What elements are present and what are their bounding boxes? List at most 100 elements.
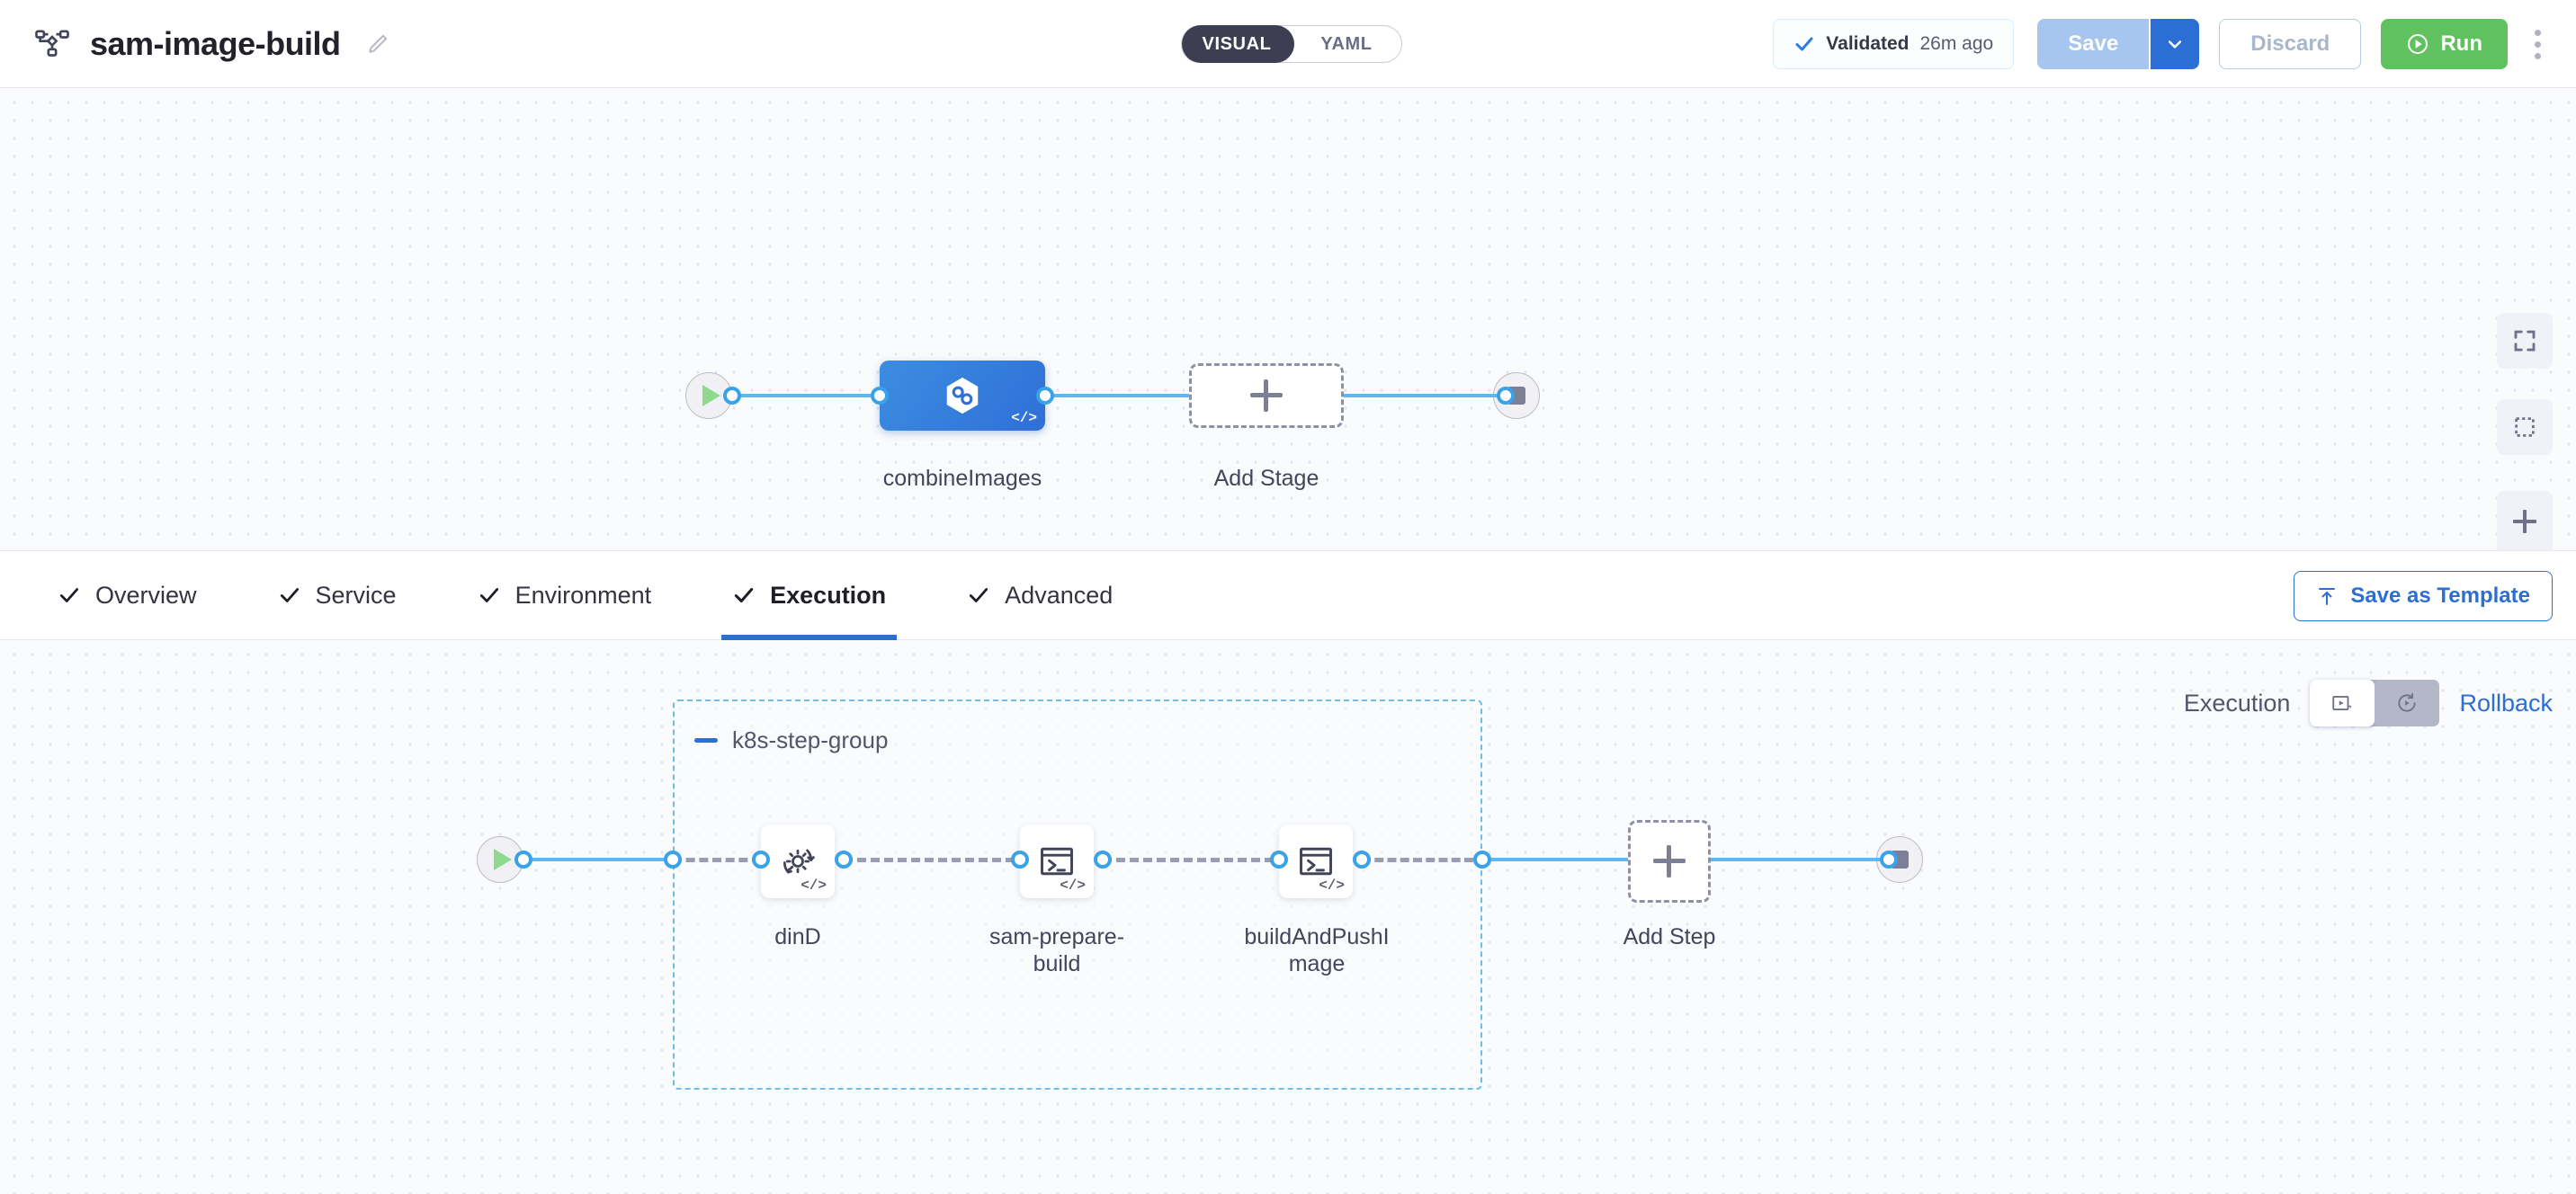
connector-start-to-stage — [732, 394, 880, 397]
step-node-sam-prepare-build[interactable]: </> — [1020, 824, 1094, 898]
stage-code-badge: </> — [1011, 410, 1037, 426]
app-header: sam-image-build VISUAL YAML Validated 26… — [0, 0, 2576, 88]
step1-label: dinD — [774, 924, 821, 949]
save-button-group: Save — [2037, 19, 2200, 69]
connector-step3-to-groupexit — [1362, 858, 1473, 862]
step3-input-port[interactable] — [1270, 851, 1288, 869]
selection-box-button[interactable] — [2497, 399, 2553, 455]
connector-step1-to-step2 — [844, 858, 1015, 862]
add-stage-label: Add Stage — [1213, 466, 1319, 491]
header-left-group: sam-image-build — [0, 25, 389, 63]
tab-execution[interactable]: Execution — [721, 550, 898, 640]
add-stage-button[interactable] — [1189, 363, 1344, 428]
view-mode-toggle[interactable]: VISUAL YAML — [1181, 25, 1402, 63]
plus-icon — [1653, 845, 1686, 878]
play-icon — [702, 385, 720, 406]
stage-output-port[interactable] — [1036, 387, 1054, 405]
check-icon — [278, 584, 301, 607]
step2-output-port[interactable] — [1094, 851, 1112, 869]
step2-code-badge: </> — [1060, 878, 1086, 894]
connector-add-to-end — [1344, 394, 1506, 397]
step3-label: buildAndPushImage — [1244, 924, 1390, 976]
end-node-port[interactable] — [1497, 387, 1515, 405]
step-group-input-port[interactable] — [664, 851, 682, 869]
stage-input-port[interactable] — [871, 387, 889, 405]
execution-rollback-segmented-control[interactable] — [2310, 680, 2440, 726]
stage-node-label: combineImages — [882, 466, 1042, 491]
discard-button[interactable]: Discard — [2219, 19, 2362, 69]
pencil-icon[interactable] — [366, 32, 389, 56]
step2-input-port[interactable] — [1011, 851, 1029, 869]
tab-label: Service — [315, 581, 397, 609]
rollback-link[interactable]: Rollback — [2459, 689, 2553, 717]
step2-label: sam-prepare-build — [988, 924, 1125, 976]
execution-canvas[interactable]: k8s-step-group </> dinD — [0, 640, 2576, 1194]
page-title: sam-image-build — [90, 24, 341, 62]
step1-input-port[interactable] — [752, 851, 770, 869]
tab-yaml[interactable]: YAML — [1320, 34, 1373, 54]
connector-addstep-to-end — [1711, 858, 1889, 861]
run-label: Run — [2440, 31, 2482, 56]
tab-advanced[interactable]: Advanced — [958, 550, 1122, 640]
play-icon — [493, 849, 512, 870]
rollback-circular-arrow-icon — [2395, 691, 2419, 715]
stage-canvas[interactable]: </> combineImages Add Stage — [0, 88, 2576, 550]
rollback-mode-button[interactable] — [2375, 680, 2440, 726]
harness-cd-icon — [942, 375, 983, 416]
header-actions: Validated 26m ago Save Discard Run — [1773, 0, 2553, 88]
chevron-down-icon — [2166, 35, 2184, 53]
connector-step2-to-step3 — [1103, 858, 1274, 862]
add-step-button[interactable] — [1628, 820, 1711, 903]
execution-play-box-icon — [2330, 691, 2354, 715]
pipeline-nodes-icon — [34, 26, 70, 62]
execution-end-port[interactable] — [1880, 851, 1898, 869]
save-dropdown-button[interactable] — [2149, 19, 2200, 69]
connector-group-to-addstep — [1482, 858, 1628, 861]
fit-screen-button[interactable] — [2497, 313, 2553, 369]
save-as-template-button[interactable]: Save as Template — [2294, 571, 2553, 621]
execution-start-port[interactable] — [514, 851, 532, 869]
validated-label: Validated — [1826, 33, 1910, 54]
step-group-output-port[interactable] — [1473, 851, 1491, 869]
kebab-menu-icon[interactable] — [2522, 19, 2553, 69]
check-icon — [478, 584, 501, 607]
selection-box-icon — [2511, 414, 2538, 441]
start-node-port[interactable] — [723, 387, 741, 405]
play-circle-icon — [2406, 32, 2429, 56]
validated-timestamp: 26m ago — [1919, 33, 1994, 54]
minus-icon[interactable] — [694, 738, 718, 743]
save-button[interactable]: Save — [2037, 19, 2150, 69]
execution-mode-label: Execution — [2183, 689, 2291, 717]
status-badge: Validated 26m ago — [1773, 19, 2015, 69]
tab-service[interactable]: Service — [269, 550, 406, 640]
tab-label: Execution — [770, 581, 887, 609]
tab-overview[interactable]: Overview — [49, 550, 206, 640]
check-icon — [732, 584, 756, 607]
step-node-buildandpushimage[interactable]: </> — [1279, 824, 1353, 898]
view-mode-knob — [1182, 25, 1294, 63]
execution-mode-switch: Execution Rollback — [2184, 680, 2553, 726]
execution-mode-button[interactable] — [2310, 680, 2375, 726]
tab-environment[interactable]: Environment — [469, 550, 661, 640]
terminal-icon — [1296, 842, 1336, 881]
terminal-icon — [1037, 842, 1077, 881]
zoom-in-button[interactable] — [2511, 508, 2538, 535]
upload-template-icon — [2316, 585, 2338, 607]
run-button[interactable]: Run — [2381, 19, 2508, 69]
step3-output-port[interactable] — [1353, 851, 1371, 869]
tab-label: Advanced — [1005, 581, 1114, 609]
step1-output-port[interactable] — [835, 851, 853, 869]
tab-visual[interactable]: VISUAL — [1202, 34, 1272, 54]
connector-group-to-step1 — [673, 858, 761, 862]
tab-label: Overview — [95, 581, 197, 609]
check-icon — [58, 584, 81, 607]
step3-code-badge: </> — [1319, 878, 1345, 894]
connector-start-to-group — [523, 858, 676, 861]
stage-node-combineimages[interactable]: </> — [880, 361, 1045, 431]
step-node-dind[interactable]: </> — [761, 824, 835, 898]
add-step-label: Add Step — [1623, 924, 1716, 949]
step-group-header[interactable]: k8s-step-group — [694, 726, 888, 754]
pipeline-start-node — [685, 372, 732, 419]
check-icon — [1793, 33, 1815, 55]
zoom-controls-group[interactable] — [2497, 491, 2553, 550]
